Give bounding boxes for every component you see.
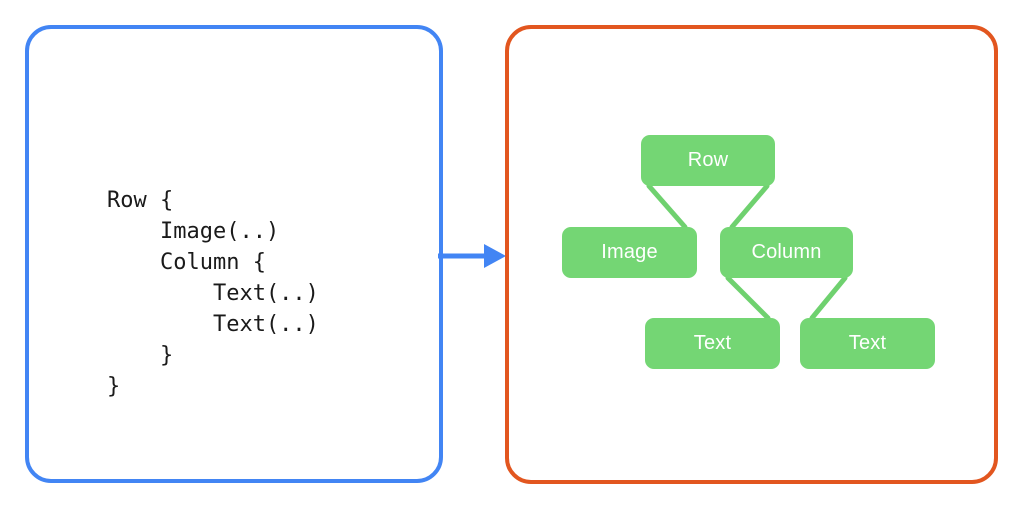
tree-edge-row-column: [729, 183, 770, 230]
tree-edge-column-text1: [725, 275, 771, 321]
flow-arrow-icon: [438, 244, 506, 268]
tree-node-text1: Text: [645, 318, 780, 369]
tree-node-text2: Text: [800, 318, 935, 369]
tree-node-image: Image: [562, 227, 697, 278]
tree-node-row: Row: [641, 135, 775, 186]
arrow-head: [484, 244, 506, 268]
code-snippet: Row { Image(..) Column { Text(..) Text(.…: [107, 188, 319, 399]
tree-edges: [646, 183, 848, 321]
code-panel: Row { Image(..) Column { Text(..) Text(.…: [25, 25, 443, 483]
tree-edge-column-text2: [809, 275, 848, 321]
tree-edge-row-image: [646, 183, 688, 230]
tree-node-column: Column: [720, 227, 853, 278]
